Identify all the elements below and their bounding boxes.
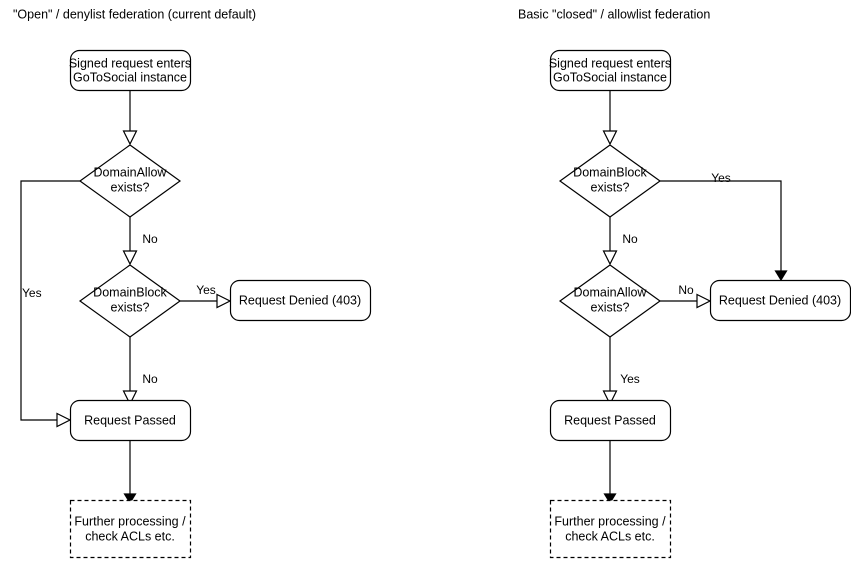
edge-domainblock-yes-left: Yes bbox=[180, 283, 232, 309]
node-decision-domainblock-left: DomainBlock exists? bbox=[78, 264, 182, 338]
node-start-right-line1: Signed request enters bbox=[549, 56, 671, 70]
edge-label-domainblock-no-left: No bbox=[142, 372, 158, 386]
node-request-denied-right-label: Request Denied (403) bbox=[719, 293, 841, 307]
node-decision-domainblock-right: DomainBlock exists? bbox=[558, 144, 662, 218]
edge-label-domainallow-yes-left: Yes bbox=[22, 286, 42, 300]
node-request-denied-left-label: Request Denied (403) bbox=[239, 293, 361, 307]
node-further-processing-right-line2: check ACLs etc. bbox=[565, 529, 655, 543]
node-decision-domainblock-left-line1: DomainBlock bbox=[93, 285, 167, 299]
edge-domainblock-no-left: No bbox=[122, 337, 158, 406]
edge-domainallow-yes-left: Yes bbox=[20, 180, 80, 428]
node-decision-domainblock-right-line2: exists? bbox=[591, 180, 630, 194]
node-decision-domainblock-left-line2: exists? bbox=[111, 300, 150, 314]
edge-domainblock-no-right: No bbox=[602, 217, 638, 266]
node-start-left-line2: GoToSocial instance bbox=[73, 70, 187, 84]
node-decision-domainallow-left-line2: exists? bbox=[111, 180, 150, 194]
edge-label-domainallow-yes-right: Yes bbox=[620, 372, 640, 386]
node-decision-domainallow-left: DomainAllow exists? bbox=[78, 144, 182, 218]
node-start-left-line1: Signed request enters bbox=[69, 56, 191, 70]
diagram-title-open-denylist: "Open" / denylist federation (current de… bbox=[13, 7, 256, 21]
edge-label-domainblock-yes-right: Yes bbox=[711, 171, 731, 185]
node-decision-domainallow-left-line1: DomainAllow bbox=[94, 165, 168, 179]
node-request-passed-left: Request Passed bbox=[69, 399, 192, 442]
node-further-processing-right-line1: Further processing / bbox=[554, 514, 666, 528]
node-request-passed-right-label: Request Passed bbox=[564, 413, 656, 427]
edge-domainallow-yes-right: Yes bbox=[602, 337, 640, 406]
diagram-open-denylist: "Open" / denylist federation (current de… bbox=[13, 7, 372, 559]
node-decision-domainallow-right-line1: DomainAllow bbox=[574, 285, 648, 299]
node-request-denied-right: Request Denied (403) bbox=[709, 279, 851, 322]
node-further-processing-left: Further processing / check ACLs etc. bbox=[69, 499, 192, 559]
edge-label-domainblock-yes-left: Yes bbox=[196, 283, 216, 297]
node-further-processing-right-shape bbox=[549, 499, 672, 559]
node-start-right: Signed request enters GoToSocial instanc… bbox=[549, 49, 671, 92]
edge-start-to-domainblock-right bbox=[602, 90, 618, 146]
node-request-passed-left-label: Request Passed bbox=[84, 413, 176, 427]
node-start-right-line2: GoToSocial instance bbox=[553, 70, 667, 84]
node-decision-domainblock-right-line1: DomainBlock bbox=[573, 165, 647, 179]
node-decision-domainallow-right: DomainAllow exists? bbox=[558, 264, 662, 338]
node-further-processing-left-shape bbox=[69, 499, 192, 559]
edge-domainallow-no-right: No bbox=[660, 283, 712, 309]
edge-domainblock-yes-right: Yes bbox=[660, 171, 788, 282]
diagram-closed-allowlist: Basic "closed" / allowlist federation Si… bbox=[518, 7, 851, 559]
edge-passed-to-further-right bbox=[603, 440, 617, 505]
edge-passed-to-further-left bbox=[123, 440, 137, 505]
diagram-title-closed-allowlist: Basic "closed" / allowlist federation bbox=[518, 7, 710, 21]
edge-label-domainallow-no-left: No bbox=[142, 232, 158, 246]
node-start-left: Signed request enters GoToSocial instanc… bbox=[69, 49, 191, 92]
node-further-processing-left-line2: check ACLs etc. bbox=[85, 529, 175, 543]
node-request-denied-left: Request Denied (403) bbox=[229, 279, 372, 322]
edge-domainallow-no-left: No bbox=[122, 217, 158, 266]
node-request-passed-right: Request Passed bbox=[549, 399, 672, 442]
edge-label-domainallow-no-right: No bbox=[678, 283, 694, 297]
node-request-denied-left-shape bbox=[229, 279, 372, 322]
node-further-processing-left-line1: Further processing / bbox=[74, 514, 186, 528]
node-decision-domainallow-right-line2: exists? bbox=[591, 300, 630, 314]
node-further-processing-right: Further processing / check ACLs etc. bbox=[549, 499, 672, 559]
edge-label-domainblock-no-right: No bbox=[622, 232, 638, 246]
edge-start-to-domainallow-left bbox=[122, 90, 138, 146]
